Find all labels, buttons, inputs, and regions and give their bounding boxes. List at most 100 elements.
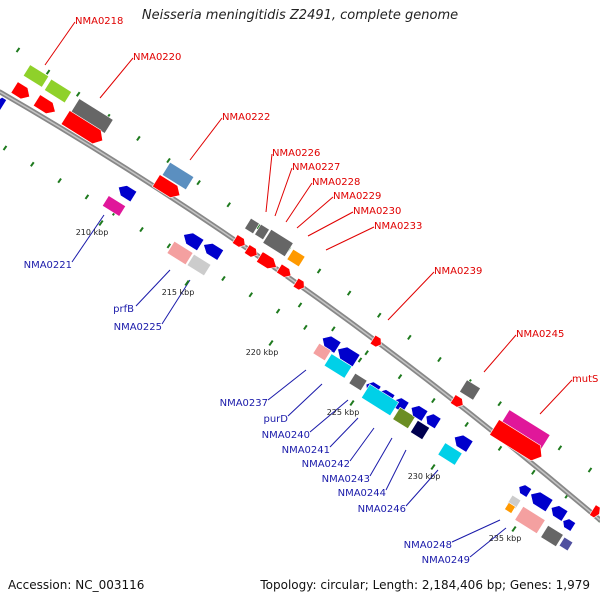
leader-line bbox=[265, 153, 273, 213]
gene-feature bbox=[489, 419, 543, 462]
guide-dot bbox=[431, 397, 436, 404]
gene-label-nma0222: NMA0222 bbox=[222, 112, 270, 123]
leader-line bbox=[369, 437, 393, 477]
guide-dot bbox=[407, 334, 412, 340]
gene-feature bbox=[186, 253, 212, 277]
guide-dot bbox=[357, 357, 363, 363]
gene-label-nma0248: NMA0248 bbox=[404, 540, 452, 551]
guide-dot bbox=[196, 180, 201, 186]
guide-dot bbox=[221, 275, 226, 282]
gene-feature bbox=[183, 232, 205, 252]
gene-feature bbox=[323, 353, 353, 379]
gene-label-nma0243: NMA0243 bbox=[322, 474, 370, 485]
guide-dot bbox=[331, 326, 336, 332]
guide-dot bbox=[497, 401, 502, 407]
gene-label-nma0225: NMA0225 bbox=[114, 322, 162, 333]
gene-feature bbox=[254, 223, 270, 241]
gene-feature bbox=[410, 405, 429, 422]
guide-dot bbox=[45, 69, 51, 75]
gene-feature bbox=[152, 174, 181, 198]
gene-label-nma0226: NMA0226 bbox=[272, 148, 320, 159]
tick-mark bbox=[98, 219, 104, 227]
gene-features bbox=[0, 64, 600, 552]
gene-feature bbox=[255, 251, 277, 269]
leader-line bbox=[309, 399, 349, 433]
gene-feature bbox=[437, 442, 463, 466]
leader-line bbox=[71, 214, 105, 263]
guide-dot bbox=[57, 177, 62, 184]
guide-dot bbox=[297, 302, 303, 308]
guide-dot bbox=[377, 312, 382, 318]
gene-feature bbox=[514, 505, 546, 535]
gene-feature bbox=[562, 518, 577, 532]
gene-label-nma0220: NMA0220 bbox=[133, 52, 181, 63]
gene-feature bbox=[243, 244, 258, 258]
guide-dot bbox=[248, 292, 254, 298]
tick-label: 215 kbp bbox=[162, 288, 195, 297]
leader-line bbox=[329, 417, 359, 448]
gene-feature bbox=[409, 419, 431, 441]
leader-line bbox=[405, 469, 439, 507]
guide-dot bbox=[531, 469, 536, 475]
leader-line bbox=[285, 182, 313, 223]
gene-feature bbox=[231, 234, 246, 248]
gene-label-prfb: prfB bbox=[113, 304, 134, 315]
gene-feature bbox=[32, 94, 56, 114]
guide-dot bbox=[166, 243, 172, 249]
gene-feature bbox=[60, 110, 103, 145]
gene-label-nma0228: NMA0228 bbox=[312, 177, 360, 188]
leader-line bbox=[307, 211, 354, 237]
gene-label-nma0221: NMA0221 bbox=[24, 260, 72, 271]
leader-line bbox=[539, 379, 573, 415]
gene-label-nma0229: NMA0229 bbox=[333, 191, 381, 202]
guide-dot bbox=[437, 356, 442, 363]
gene-feature bbox=[459, 379, 481, 401]
guide-dot bbox=[226, 202, 231, 208]
gene-feature bbox=[101, 195, 127, 217]
guide-dot bbox=[15, 47, 21, 53]
guide-dot bbox=[557, 445, 563, 451]
gene-feature bbox=[425, 413, 442, 430]
gene-feature bbox=[322, 335, 342, 354]
map-title: Neisseria meningitidis Z2491, complete g… bbox=[141, 8, 459, 23]
tick-label: 235 kbp bbox=[489, 534, 522, 543]
leader-line bbox=[44, 21, 76, 66]
guide-dot bbox=[2, 145, 8, 151]
tick-mark bbox=[511, 525, 517, 533]
gene-feature bbox=[558, 536, 574, 552]
gene-feature bbox=[22, 64, 50, 88]
leader-line bbox=[99, 57, 134, 99]
guide-dot bbox=[346, 290, 352, 296]
leader-line bbox=[451, 519, 501, 543]
gene-label-nma0249: NMA0249 bbox=[422, 555, 470, 566]
gene-label-purd: purD bbox=[264, 414, 289, 425]
gene-feature bbox=[0, 96, 7, 111]
leader-line bbox=[469, 527, 507, 558]
guide-dot bbox=[136, 135, 141, 142]
gene-label-muts: mutS bbox=[572, 374, 598, 385]
gene-feature bbox=[166, 240, 194, 266]
leader-line bbox=[274, 167, 293, 217]
gene-label-nma0218: NMA0218 bbox=[75, 16, 123, 27]
leader-line bbox=[287, 383, 323, 417]
guide-dot bbox=[497, 445, 503, 451]
gene-feature bbox=[504, 502, 516, 514]
gene-feature bbox=[262, 228, 294, 258]
guide-dot bbox=[84, 194, 90, 200]
gene-label-nma0239: NMA0239 bbox=[434, 266, 482, 277]
gene-feature bbox=[117, 185, 138, 203]
gene-feature bbox=[360, 383, 400, 417]
gene-label-nma0227: NMA0227 bbox=[292, 162, 340, 173]
leader-line bbox=[387, 271, 435, 321]
guide-dot bbox=[303, 324, 308, 331]
gene-label-nma0241: NMA0241 bbox=[282, 445, 330, 456]
gene-feature bbox=[244, 217, 260, 235]
gene-feature bbox=[161, 161, 195, 191]
gene-feature bbox=[530, 491, 554, 513]
gene-feature bbox=[449, 394, 464, 408]
leader-line bbox=[135, 269, 171, 307]
gene-feature bbox=[337, 346, 361, 368]
